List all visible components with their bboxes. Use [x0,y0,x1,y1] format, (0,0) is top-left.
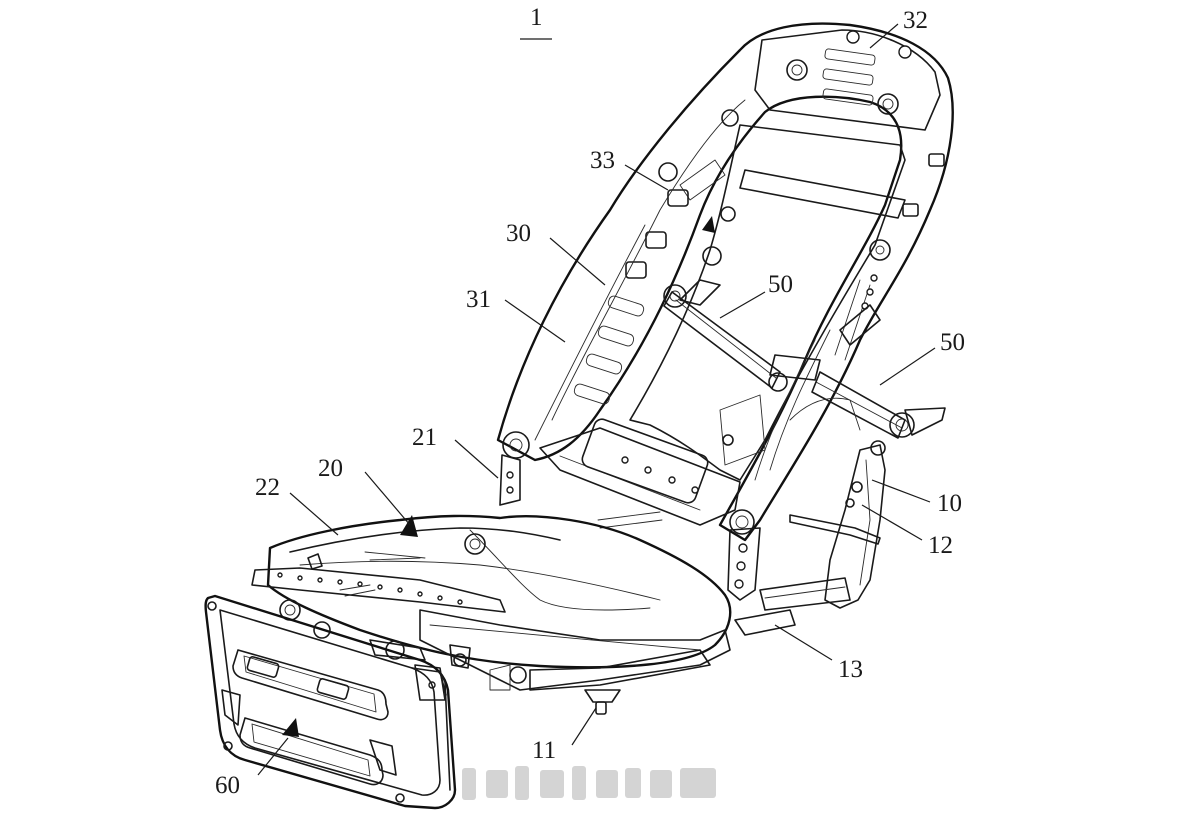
label-slide-rail: 13 [838,656,863,683]
label-cushion-hinge: 21 [412,424,437,451]
label-base-bracket: 12 [928,532,953,559]
label-backrest-side-bracket: 33 [590,147,615,174]
base-bracket [597,394,886,636]
label-backrest-side-member: 31 [466,286,491,313]
label-support-link-upper: 50 [768,271,793,298]
leader-lines [257,23,936,776]
label-front-cover: 60 [215,772,240,799]
figure-number: 1 [520,4,552,40]
figure-number-label: 1 [530,4,543,31]
label-backrest-top-frame: 32 [903,7,928,34]
label-support-link-rear: 50 [940,329,965,356]
direction-arrow-cushion [400,515,418,537]
label-backrest-frame: 30 [506,220,531,247]
label-base: 10 [937,490,962,517]
label-cushion-frame: 20 [318,455,343,482]
label-pivot-shaft: 11 [532,737,556,764]
support-links [663,279,946,439]
watermark [462,766,716,800]
callout-labels: 32 33 30 31 50 50 21 20 22 10 12 13 11 6… [215,7,965,799]
label-cushion-pan: 22 [255,474,280,501]
cushion-frame [251,418,761,715]
front-cover [204,594,457,810]
backrest-frame [496,22,954,542]
